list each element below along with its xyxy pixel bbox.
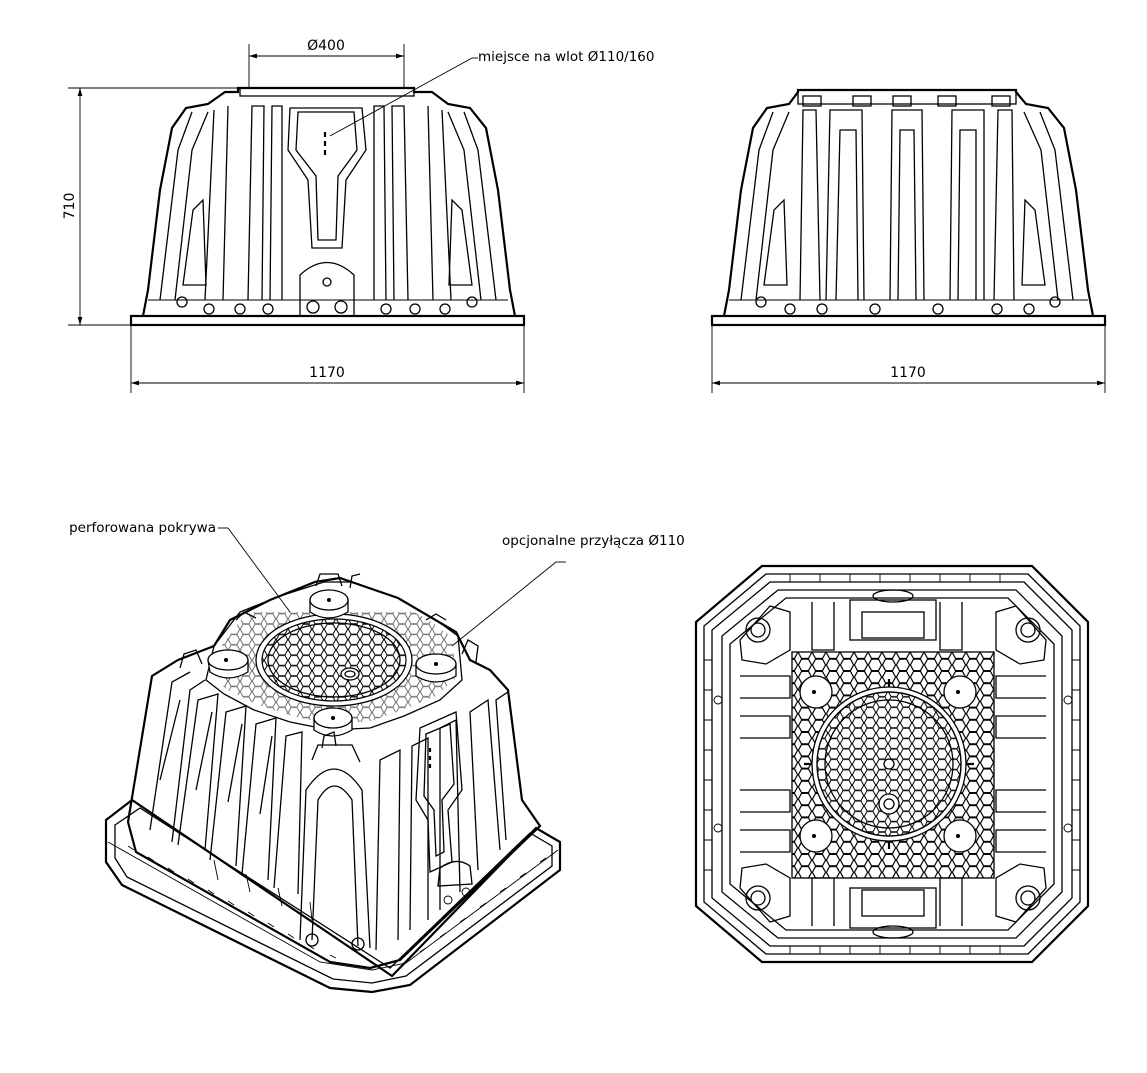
- foot-bolts: [148, 296, 508, 315]
- side-elevation-view: 1170: [710, 88, 1107, 393]
- ribs: [159, 105, 497, 301]
- callout-cover: perforowana pokrywa: [69, 520, 291, 613]
- inlet-boxes: [849, 589, 937, 939]
- flange-notches: [127, 845, 547, 959]
- front-elevation-view: Ø400 710 1170 miejsce na wlot Ø110/160: [62, 38, 654, 393]
- access-arch: [299, 262, 355, 316]
- perforated-cover: [255, 613, 413, 707]
- base-plate: [129, 314, 526, 327]
- callout-inlet: miejsce na wlot Ø110/160: [329, 49, 654, 137]
- callout-cover-label: perforowana pokrywa: [69, 520, 216, 536]
- callout-connections: opcjonalne przyłącza Ø110: [451, 533, 685, 647]
- callout-connections-label: opcjonalne przyłącza Ø110: [502, 533, 685, 549]
- base-plate: [710, 314, 1107, 327]
- dimension-height: 710: [62, 87, 238, 326]
- top-lid: [239, 87, 415, 97]
- foot-bolts: [755, 296, 1061, 315]
- dimension-top-diameter-label: Ø400: [307, 38, 345, 54]
- outer-flange: [694, 564, 1090, 964]
- corner-pods: [739, 605, 1047, 923]
- base-flange: [104, 798, 562, 994]
- ribs-left: [149, 671, 313, 921]
- dimension-width-side-label: 1170: [890, 365, 926, 381]
- deck-bosses: [799, 675, 977, 853]
- ribs: [729, 109, 1088, 301]
- dimension-top-diameter: Ø400: [248, 38, 405, 88]
- callout-inlet-label: miejsce na wlot Ø110/160: [478, 49, 654, 65]
- top-view: [694, 564, 1090, 964]
- top-bosses: [802, 95, 1011, 107]
- tank-body-outline: [722, 88, 1095, 317]
- inlet-recess: [287, 107, 367, 249]
- dimension-width-front-label: 1170: [309, 365, 345, 381]
- front-arch: [299, 768, 371, 949]
- dimension-width-front: 1170: [130, 325, 525, 393]
- isometric-view: perforowana pokrywa opcjonalne przyłącza…: [69, 520, 685, 994]
- perforated-cover: [804, 679, 974, 849]
- flange-notches: [704, 574, 1080, 954]
- tank-body-outline: [141, 86, 517, 317]
- corner-bosses: [207, 589, 457, 737]
- dimension-height-label: 710: [62, 193, 78, 220]
- dimension-width-side: 1170: [711, 325, 1106, 393]
- inlet-recess: [415, 711, 463, 873]
- top-tabs: [179, 573, 479, 749]
- body-outline: [721, 589, 1063, 939]
